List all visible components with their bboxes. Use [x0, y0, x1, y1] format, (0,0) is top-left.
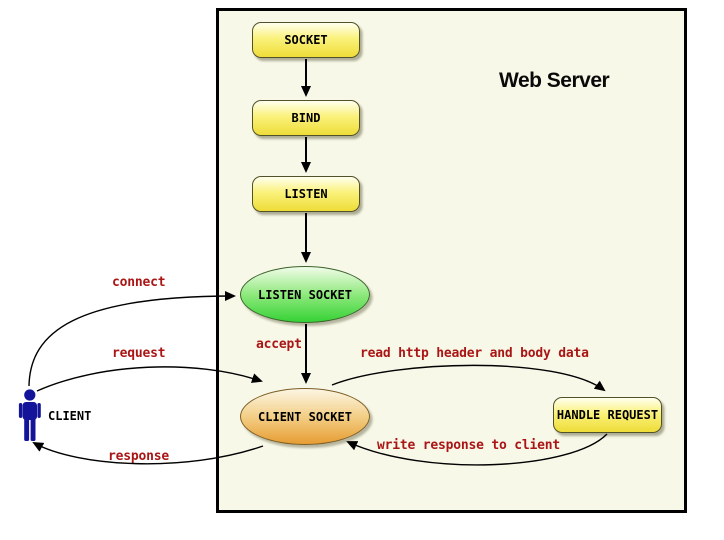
node-listen-label: LISTEN [284, 187, 328, 201]
node-socket-label: SOCKET [284, 33, 328, 47]
edge-label-accept: accept [256, 337, 302, 352]
edge-connect-arrow [28, 291, 236, 387]
node-client-socket-label: CLIENT SOCKET [258, 409, 352, 424]
edge-label-connect: connect [112, 275, 166, 290]
node-bind: BIND [252, 100, 360, 136]
edge-label-response: response [108, 449, 170, 464]
client-figure-icon [18, 389, 41, 441]
web-server-title: Web Server [499, 69, 610, 92]
node-client-socket: CLIENT SOCKET [240, 388, 370, 445]
node-listen: LISTEN [252, 176, 360, 212]
node-listen-socket: LISTEN SOCKET [240, 266, 370, 323]
node-handle-request-label: HANDLE REQUEST [556, 408, 659, 422]
node-client-label: CLIENT [48, 409, 92, 423]
node-handle-request: HANDLE REQUEST [553, 397, 662, 433]
node-bind-label: BIND [291, 111, 321, 125]
edge-label-read-http: read http header and body data [360, 346, 589, 361]
node-socket: SOCKET [252, 22, 360, 58]
edge-label-request: request [112, 346, 166, 361]
edge-label-write-response: write response to client [377, 438, 561, 453]
node-listen-socket-label: LISTEN SOCKET [258, 287, 352, 302]
